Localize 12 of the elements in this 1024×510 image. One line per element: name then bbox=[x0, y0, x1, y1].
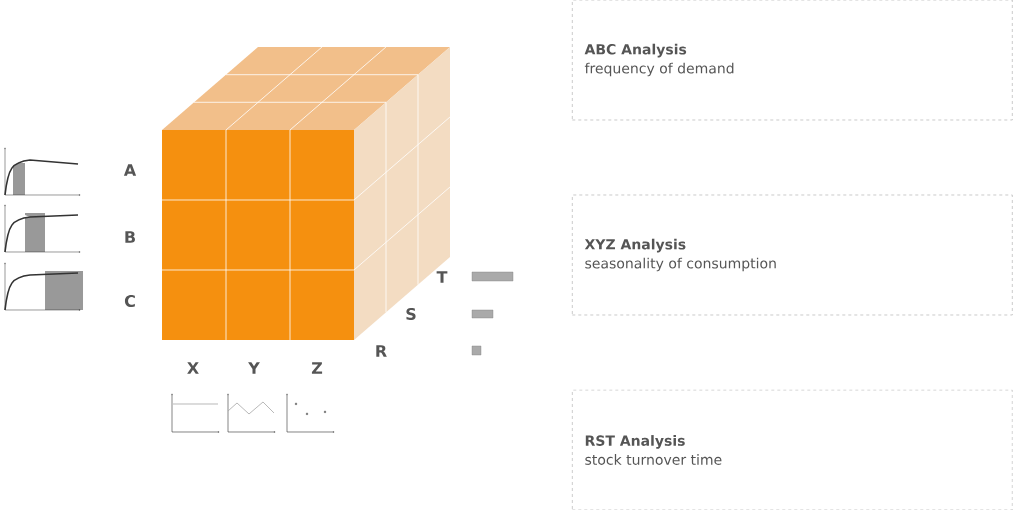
analysis-box: ABC Analysis frequency of demand bbox=[572, 0, 1013, 121]
axis-letter: Y bbox=[248, 362, 260, 374]
analysis-box: XYZ Analysis seasonality of consumption bbox=[572, 194, 1013, 316]
analysis-box: RST Analysis stock turnover time bbox=[572, 389, 1013, 510]
axis-letter: R bbox=[376, 345, 387, 357]
axis-letter: A bbox=[123, 164, 137, 176]
axis-letter: B bbox=[125, 231, 135, 243]
axis-letter: S bbox=[406, 307, 416, 321]
axis-letter: X bbox=[187, 362, 199, 374]
axis-letter: C bbox=[124, 294, 135, 308]
axis-letter: T bbox=[436, 271, 448, 283]
axis-letter: Z bbox=[311, 362, 323, 374]
